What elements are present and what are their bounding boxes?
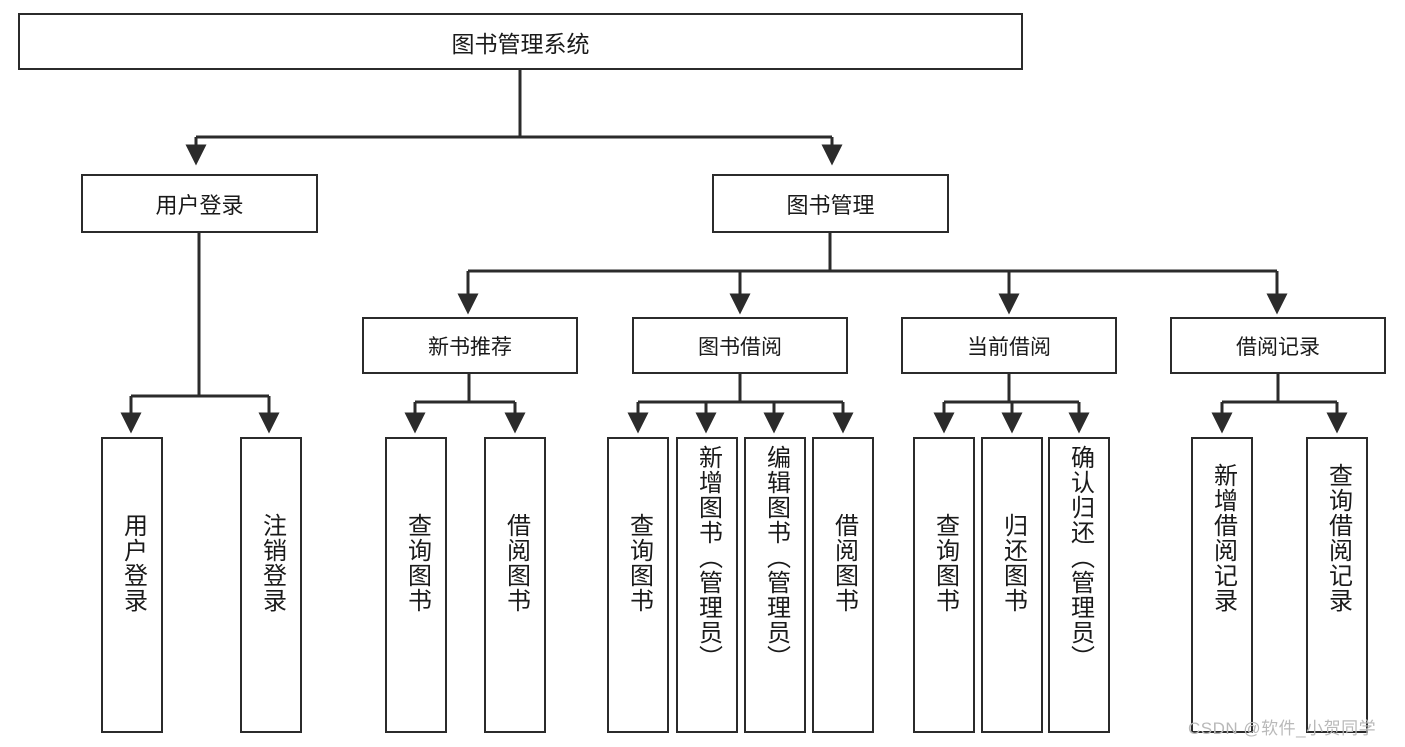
leaf-book-borrow-add[interactable]: 新增图书（管理员） (676, 437, 738, 733)
leaf-label: 新增借阅记录 (1209, 463, 1237, 613)
leaf-book-borrow-edit[interactable]: 编辑图书（管理员） (744, 437, 806, 733)
node-book-borrow[interactable]: 图书借阅 (632, 317, 848, 374)
node-label: 图书借阅 (698, 335, 782, 359)
leaf-current-borrow-confirm-return[interactable]: 确认归还（管理员） (1048, 437, 1110, 733)
node-label: 借阅记录 (1236, 335, 1320, 359)
leaf-label: 归还图书 (999, 513, 1027, 613)
node-current-borrow[interactable]: 当前借阅 (901, 317, 1117, 374)
leaf-label: 确认归还（管理员） (1066, 445, 1094, 670)
leaf-label: 用户登录 (119, 513, 147, 613)
node-user-login[interactable]: 用户登录 (81, 174, 318, 233)
csdn-watermark: CSDN @软件_小贺同学 (1188, 719, 1377, 738)
leaf-borrow-record-query[interactable]: 查询借阅记录 (1306, 437, 1368, 733)
leaf-new-book-borrow[interactable]: 借阅图书 (484, 437, 546, 733)
node-borrow-record[interactable]: 借阅记录 (1170, 317, 1386, 374)
leaf-borrow-record-add[interactable]: 新增借阅记录 (1191, 437, 1253, 733)
node-label: 用户登录 (155, 192, 244, 218)
node-book-management[interactable]: 图书管理 (712, 174, 949, 233)
leaf-label: 查询借阅记录 (1324, 463, 1352, 613)
node-label: 新书推荐 (428, 335, 512, 359)
leaf-label: 查询图书 (403, 513, 431, 613)
leaf-label: 注销登录 (258, 513, 286, 613)
leaf-user-login-logout[interactable]: 注销登录 (240, 437, 302, 733)
leaf-label: 借阅图书 (830, 513, 858, 613)
leaf-label: 编辑图书（管理员） (762, 445, 790, 670)
node-label: 图书管理 (786, 192, 875, 218)
node-root-system[interactable]: 图书管理系统 (18, 13, 1023, 70)
leaf-user-login-login[interactable]: 用户登录 (101, 437, 163, 733)
leaf-current-borrow-query[interactable]: 查询图书 (913, 437, 975, 733)
leaf-new-book-query[interactable]: 查询图书 (385, 437, 447, 733)
leaf-label: 新增图书（管理员） (694, 445, 722, 670)
leaf-label: 查询图书 (931, 513, 959, 613)
leaf-book-borrow-query[interactable]: 查询图书 (607, 437, 669, 733)
leaf-label: 借阅图书 (502, 513, 530, 613)
node-label: 当前借阅 (967, 335, 1051, 359)
leaf-book-borrow-borrow[interactable]: 借阅图书 (812, 437, 874, 733)
leaf-label: 查询图书 (625, 513, 653, 613)
node-label: 图书管理系统 (451, 30, 590, 57)
node-new-book-recommend[interactable]: 新书推荐 (362, 317, 578, 374)
leaf-current-borrow-return[interactable]: 归还图书 (981, 437, 1043, 733)
